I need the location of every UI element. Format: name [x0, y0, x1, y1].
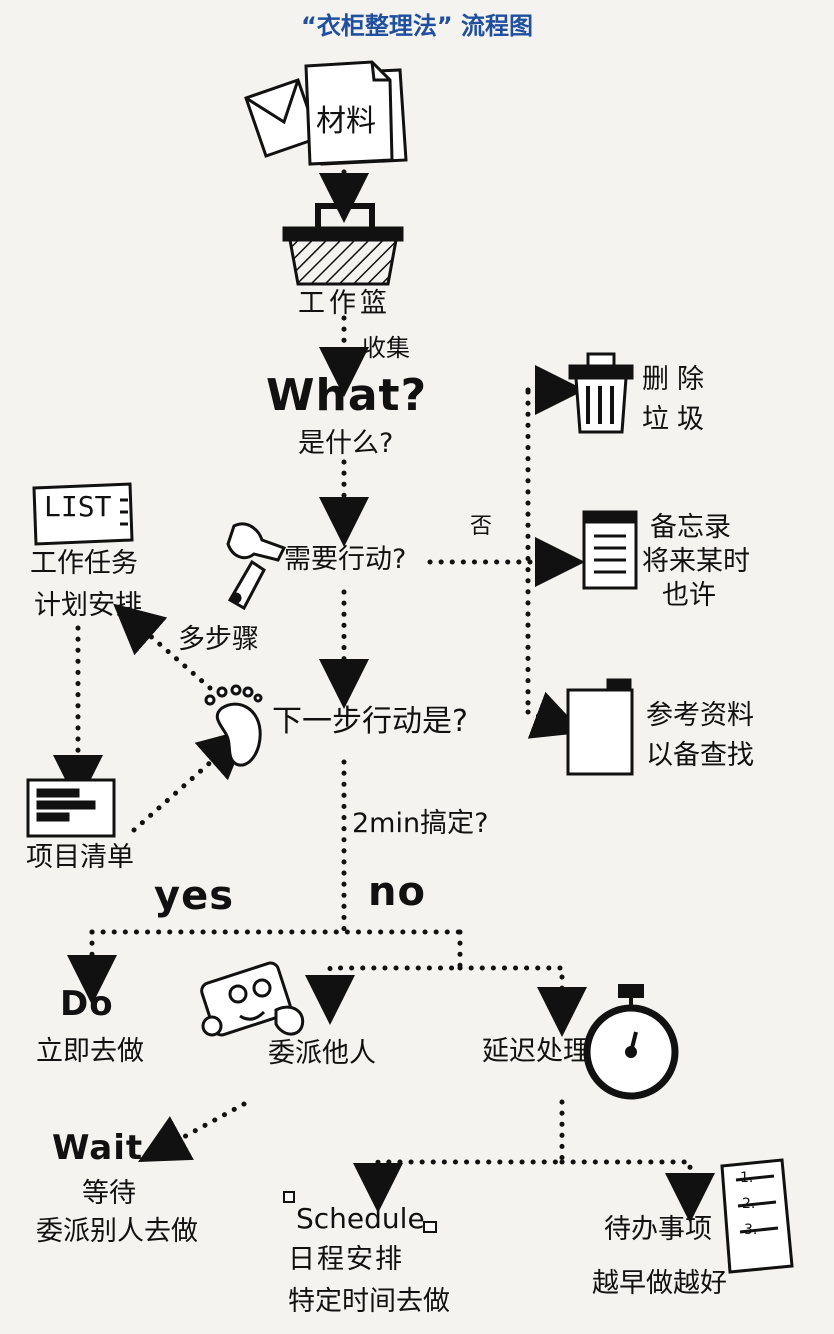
footprint-icon: [204, 684, 263, 767]
memo-label-2: 将来某时: [642, 546, 750, 577]
list-label-1: 工作任务: [30, 548, 138, 579]
schedule-label-1: 日程安排: [288, 1244, 404, 1275]
connector-to-delegate: [305, 929, 463, 1025]
two-min-label: 2min搞定?: [352, 808, 489, 839]
trash-can-icon: [568, 352, 634, 434]
next-action-label: 下一步行动是?: [272, 704, 468, 739]
delegate-label: 委派他人: [268, 1038, 376, 1069]
wait-label-1: 等待: [82, 1178, 136, 1209]
connector-defer-trunk: [353, 1099, 565, 1213]
todo-item-1: 1.: [740, 1170, 754, 1186]
connector-to-defer: [457, 965, 587, 1037]
list-tag: LIST: [44, 490, 112, 523]
inbox-label: 工作篮: [298, 288, 391, 319]
what-label: What?: [266, 370, 428, 421]
schedule-tag: Schedule: [296, 1202, 425, 1235]
todo-item-3: 3.: [744, 1222, 758, 1238]
delegate-faces-icon: [200, 961, 305, 1037]
memo-label-1: 备忘录: [650, 512, 731, 543]
no-branch-label: no: [368, 869, 426, 915]
connector-to-todo: [559, 1159, 715, 1223]
yes-label: yes: [154, 873, 235, 919]
do-tag: Do: [60, 984, 114, 1024]
connector-to-reference: [525, 691, 584, 739]
document-stack-icon: [304, 60, 408, 166]
project-list-icon: [26, 778, 116, 838]
what-sub-label: 是什么?: [298, 428, 394, 459]
materials-label: 材料: [316, 104, 376, 139]
wait-tag: Wait: [52, 1128, 144, 1168]
wrench-icon: [226, 522, 287, 611]
no-label: 否: [470, 514, 493, 539]
diagram-title: “衣柜整理法” 流程图: [301, 12, 533, 40]
reference-label-1: 参考资料: [646, 700, 754, 731]
todo-label-1: 待办事项: [604, 1214, 712, 1245]
reference-folder-icon: [566, 678, 634, 776]
trash-label-2: 垃圾: [642, 404, 712, 435]
wait-label-2: 委派别人去做: [36, 1216, 198, 1247]
todo-list-icon: [720, 1158, 794, 1274]
memo-pad-icon: [582, 510, 638, 590]
do-now-label: 立即去做: [36, 1036, 144, 1067]
project-list-label: 项目清单: [26, 842, 134, 873]
need-action-label: 需要行动?: [284, 544, 407, 575]
multi-step-label: 多步骤: [178, 624, 259, 655]
todo-label-2: 越早做越好: [592, 1268, 727, 1299]
connector-delegate-wait: [138, 1101, 247, 1163]
todo-item-2: 2.: [742, 1196, 756, 1212]
schedule-label-2: 特定时间去做: [288, 1286, 450, 1317]
memo-label-3: 也许: [662, 580, 716, 611]
stopwatch-icon: [583, 984, 679, 1100]
schedule-calendar-icon: [283, 1191, 437, 1233]
trash-label-1: 删除: [642, 364, 712, 395]
reference-label-2: 以备查找: [646, 740, 754, 771]
list-clipboard-icon: [32, 482, 134, 546]
connector-project-next: [131, 728, 249, 833]
list-label-2: 计划安排: [34, 590, 142, 621]
basket-icon: [282, 203, 404, 286]
defer-label: 延迟处理: [482, 1036, 590, 1067]
collect-label: 收集: [362, 334, 410, 362]
